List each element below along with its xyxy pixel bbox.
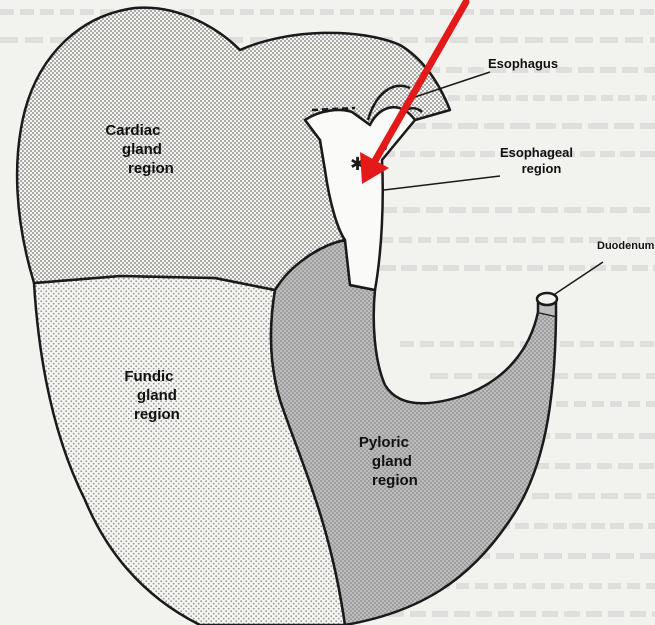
cardiac-label-line-2: gland	[92, 141, 174, 160]
fundic-label-line-2: gland	[118, 387, 180, 406]
esophageal-label-line-1: Esophageal	[500, 145, 573, 161]
duodenum-label: Duodenum	[597, 240, 654, 254]
esophageal-leader-line	[384, 176, 500, 190]
cardiac-label-line-3: region	[92, 160, 174, 179]
esophageal-region-label: Esophageal region	[500, 145, 573, 178]
fundic-label-line-3: region	[118, 406, 180, 425]
pyloric-label-line-2: gland	[350, 453, 418, 472]
pyloric-region-label: Pyloric gland region	[350, 434, 418, 490]
cardiac-label-line-1: Cardiac	[92, 122, 174, 141]
pyloric-label-line-1: Pyloric	[350, 434, 418, 453]
esophagus-label: Esophagus	[488, 56, 558, 72]
pyloric-label-line-3: region	[350, 472, 418, 491]
esophageal-label-line-2: region	[500, 161, 573, 177]
cardiac-region-label: Cardiac gland region	[92, 122, 174, 178]
fundic-label-line-1: Fundic	[118, 368, 180, 387]
fundic-region-label: Fundic gland region	[118, 368, 180, 424]
